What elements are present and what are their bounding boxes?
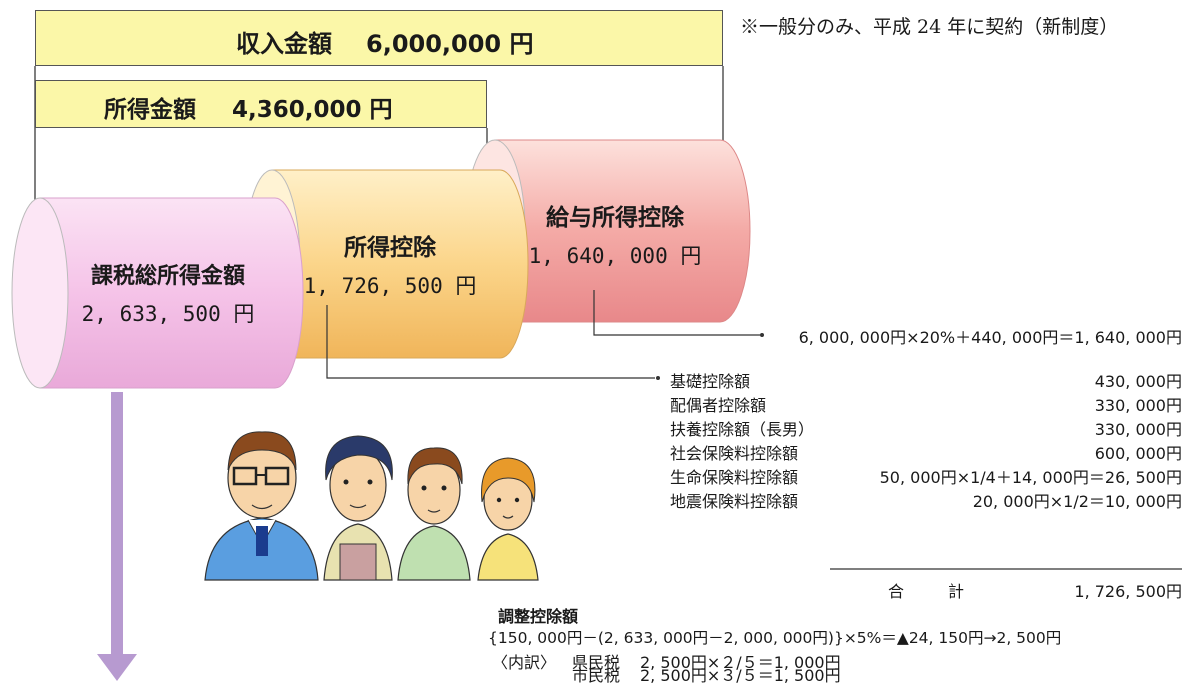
- taxable-cylinder-text: 課税総所得金額 2, 633, 500 円: [68, 258, 268, 328]
- note-text: ※一般分のみ、平成 24 年に契約（新制度）: [740, 16, 1119, 38]
- adjustment-title: 調整控除額: [498, 607, 579, 626]
- salary-connector: [593, 290, 760, 336]
- deduction-row: 扶養控除額（長男） 330, 000円: [670, 416, 1182, 440]
- pref-tax-label: 県民税: [572, 653, 621, 672]
- earned-box: 所得金額 4,360,000 円: [35, 80, 487, 128]
- deduction-label: 所得控除: [344, 235, 436, 261]
- breakdown-label: 〈内訳〉: [492, 653, 557, 672]
- income-box: 収入金額 6,000,000 円: [35, 10, 723, 66]
- total-value: 1, 726, 500円: [1074, 582, 1182, 601]
- deduction-row: 社会保険料控除額 600, 000円: [670, 440, 1182, 464]
- total-label-2: 計: [948, 582, 965, 601]
- taxable-cylinder: [11, 197, 304, 389]
- deduction-amount: 1, 726, 500 円: [303, 274, 477, 298]
- pref-tax-formula: 2, 500円×２/５＝1, 000円: [640, 653, 841, 672]
- adjustment-formula: {150, 000円－(2, 633, 000円－2, 000, 000円)}×…: [488, 629, 1062, 647]
- taxable-amount: 2, 633, 500 円: [81, 302, 255, 326]
- son-figure: [397, 447, 471, 581]
- salary-label: 給与所得控除: [546, 205, 684, 231]
- deduction-row: 配偶者控除額 330, 000円: [670, 392, 1182, 416]
- deduction-row-label: 社会保険料控除額: [670, 444, 799, 463]
- father-figure: [204, 431, 319, 581]
- deduction-cylinder-text: 所得控除 1, 726, 500 円: [290, 228, 490, 300]
- deduction-row: 生命保険料控除額 50, 000円×1/4＋14, 000円＝26, 500円: [670, 464, 1182, 488]
- salary-cylinder-text: 給与所得控除 1, 640, 000 円: [520, 198, 710, 270]
- deduction-row: 地震保険料控除額 20, 000円×1/2＝10, 000円: [670, 488, 1182, 512]
- taxable-label: 課税総所得金額: [90, 264, 245, 289]
- deduction-row-label: 生命保険料控除額: [670, 468, 799, 487]
- salary-amount: 1, 640, 000 円: [528, 244, 702, 268]
- earned-label: 所得金額: [104, 97, 196, 123]
- income-label: 収入金額: [236, 30, 332, 58]
- deduction-row-value: 20, 000円×1/2＝10, 000円: [972, 492, 1182, 511]
- deduction-row: 基礎控除額 430, 000円: [670, 368, 1182, 392]
- down-arrow: [97, 392, 137, 681]
- deduction-row-value: 330, 000円: [1094, 420, 1182, 439]
- deduction-row-value: 600, 000円: [1094, 444, 1182, 463]
- deduction-connector: [326, 305, 655, 379]
- deduction-row-value: 50, 000円×1/4＋14, 000円＝26, 500円: [879, 468, 1182, 487]
- salary-formula: 6, 000, 000円×20%＋440, 000円＝1, 640, 000円: [798, 328, 1182, 347]
- deduction-row-value: 430, 000円: [1094, 372, 1182, 391]
- city-tax-label: 市民税: [572, 666, 621, 685]
- family-illustration: [204, 431, 539, 581]
- deduction-row-value: 330, 000円: [1094, 396, 1182, 415]
- total-label-1: 合: [888, 582, 905, 601]
- deduction-row-label: 扶養控除額（長男）: [670, 420, 815, 439]
- deduction-row-label: 配偶者控除額: [670, 396, 767, 415]
- mother-figure: [323, 435, 393, 581]
- earned-amount: 4,360,000 円: [232, 97, 393, 123]
- daughter-figure: [477, 457, 539, 581]
- city-tax-formula: 2, 500円×３/５＝1, 500円: [640, 666, 841, 685]
- deduction-row-label: 地震保険料控除額: [670, 492, 799, 511]
- deduction-row-label: 基礎控除額: [670, 372, 751, 391]
- income-amount: 6,000,000 円: [366, 30, 534, 58]
